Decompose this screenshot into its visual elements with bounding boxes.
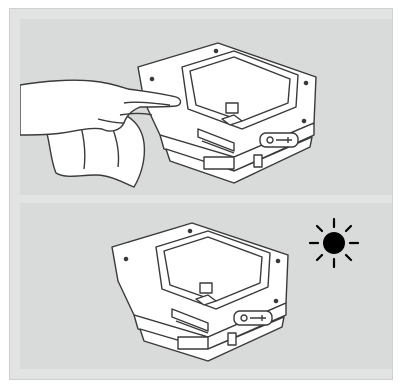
- step-dry-panel: [20, 203, 392, 369]
- dust-bin-icon: [112, 223, 288, 361]
- dust-bin-icon: [138, 43, 316, 183]
- instruction-frame: [9, 8, 393, 380]
- step-wipe-panel: [20, 19, 392, 195]
- sun-icon: [310, 219, 358, 267]
